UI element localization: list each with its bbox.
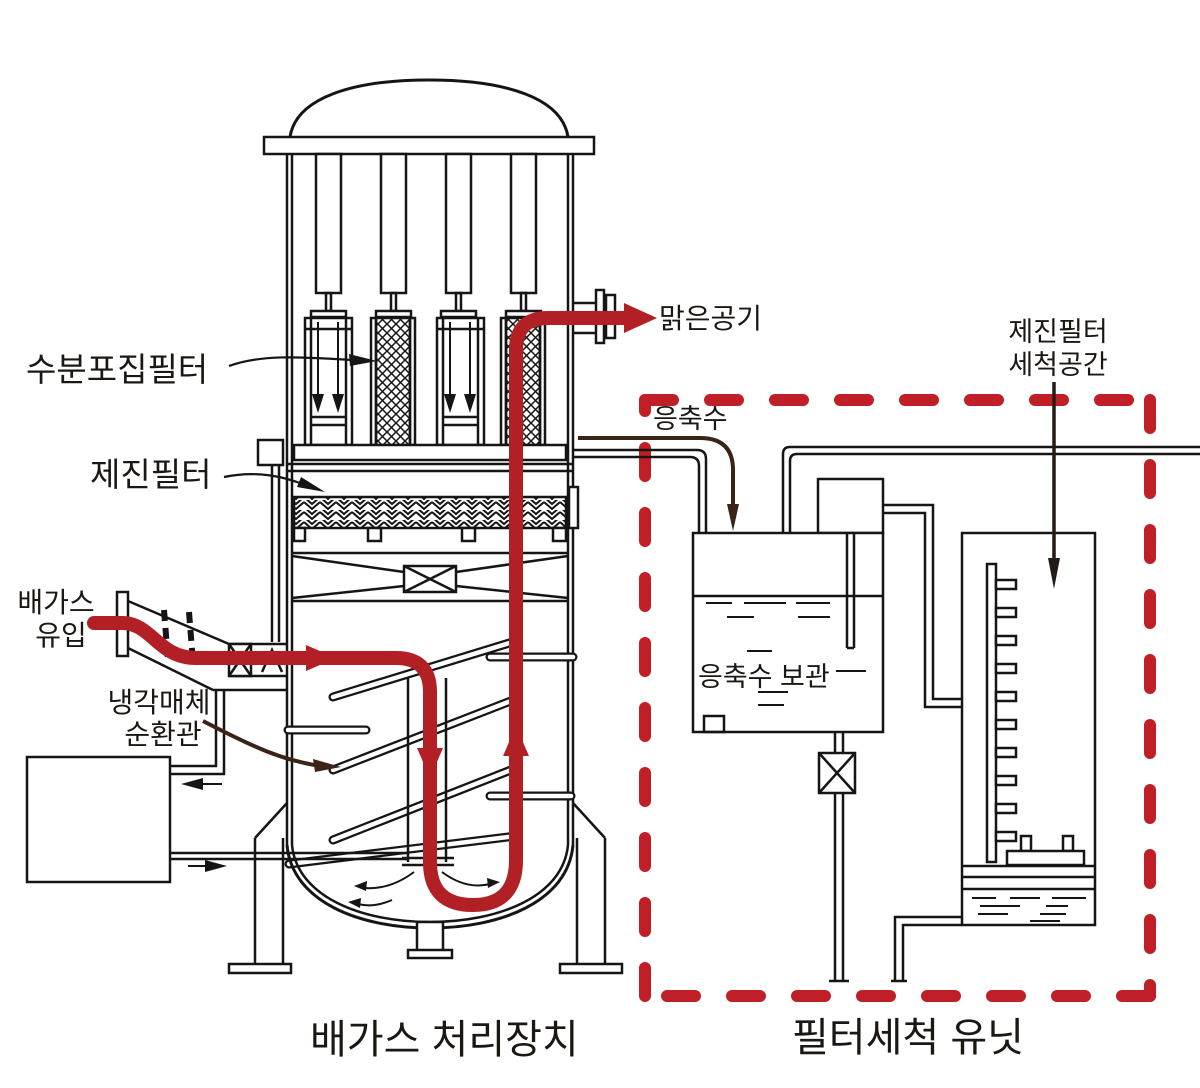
chiller-box — [25, 690, 408, 884]
caption-exhaust-apparatus: 배가스 처리장치 — [310, 1018, 579, 1062]
label-wash-space-2: 세척공간 — [1008, 350, 1107, 380]
label-condensate-storage: 응축수 보관 — [698, 662, 830, 692]
exhaust-vessel — [25, 78, 624, 975]
caption-cleaning-unit: 필터세척 유닛 — [792, 1016, 1024, 1060]
condensate-tank — [691, 531, 885, 983]
label-coolant-2: 순환관 — [124, 719, 201, 750]
label-wash-space-1: 제진필터 — [1008, 317, 1107, 347]
dust-filter-band — [292, 485, 580, 543]
flow-arrow-inlet — [306, 645, 336, 671]
label-dust-filter: 제진필터 — [90, 456, 211, 493]
moisture-filters — [303, 316, 547, 447]
downcomer-tube — [402, 678, 454, 867]
vessel-dome — [288, 78, 570, 138]
coolant-return-arrow — [181, 778, 203, 790]
dip-tube — [845, 533, 856, 650]
supply-pipe — [781, 445, 1200, 533]
label-exhaust-gas-2: 유입 — [35, 620, 87, 651]
pedestal — [1005, 834, 1086, 867]
pump-discharge-pipe — [883, 503, 962, 709]
filter-cleaning-unit — [573, 445, 1200, 983]
tank-notch — [702, 714, 726, 734]
coolant-supply-arrow — [205, 860, 227, 872]
wash-tank-drain — [891, 915, 962, 983]
vessel-bottom — [227, 802, 624, 975]
flow-arrow-up — [503, 726, 529, 756]
labels: 수분포집필터 제진필터 맑은공기 배가스 유입 냉각매체 순환관 응축수 응축수… — [17, 303, 1107, 1062]
pulse-cylinders — [309, 152, 543, 319]
wash-water-dashes — [972, 897, 1086, 922]
flow-arrow-down — [417, 748, 443, 778]
label-moisture-filter: 수분포집필터 — [26, 351, 208, 388]
label-clean-air: 맑은공기 — [659, 303, 762, 334]
flow-arrow-outlet — [624, 303, 657, 333]
tube-sheet — [287, 443, 573, 473]
bottom-nozzle — [415, 920, 445, 954]
pump-box — [816, 477, 885, 535]
label-exhaust-gas-1: 배가스 — [17, 587, 94, 618]
side-bracket — [256, 438, 285, 642]
indicator-arrows — [202, 382, 1060, 772]
venturi-cone — [291, 551, 569, 603]
condensate-flow-line — [578, 436, 735, 508]
cleaning-unit-boundary — [639, 394, 1156, 1002]
label-leaders — [223, 354, 377, 492]
filter-hanger-rod — [985, 562, 998, 864]
hanger-fins — [994, 578, 1018, 843]
moisture-filter-leader — [228, 356, 353, 368]
vessel-top-plate — [262, 135, 596, 156]
wash-tank — [891, 531, 1097, 983]
label-condensate: 응축수 — [653, 404, 728, 434]
vessel-walls — [285, 154, 575, 845]
gas-flow-path — [87, 303, 657, 912]
coolant-leader-line — [202, 719, 321, 768]
water-dashes — [706, 602, 866, 706]
inlet-duct — [115, 590, 287, 692]
tank-drain-pipe — [829, 732, 849, 983]
condensate-pipe — [573, 448, 708, 533]
label-coolant-1: 냉각매체 — [107, 687, 210, 718]
vessel-legs — [227, 802, 624, 975]
